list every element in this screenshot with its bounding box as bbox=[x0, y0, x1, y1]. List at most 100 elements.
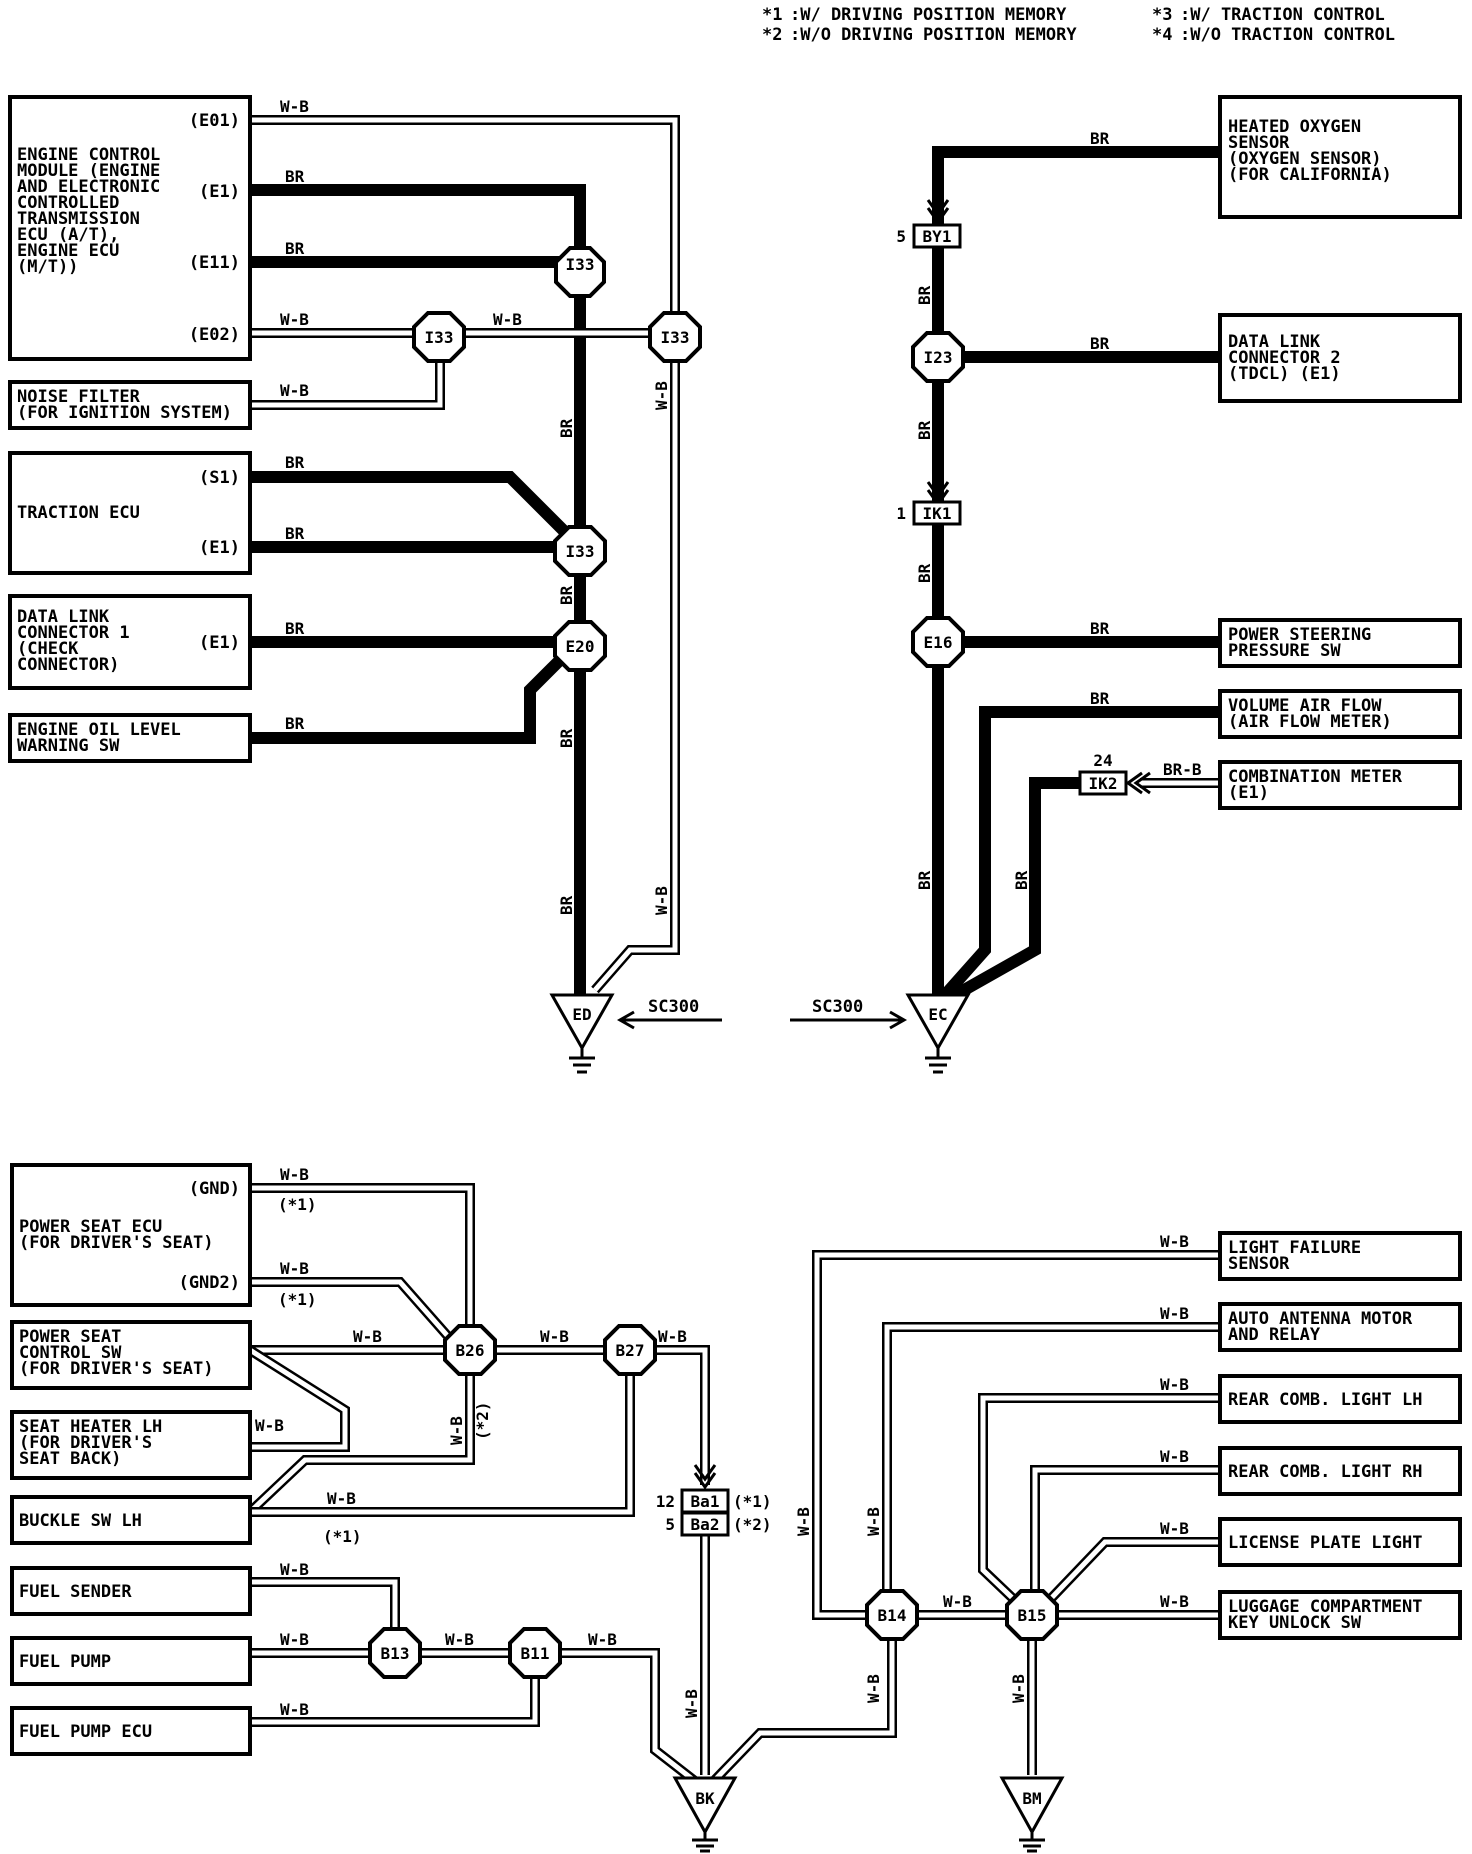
junction-e16: E16 bbox=[911, 616, 965, 668]
wire-label: W-B bbox=[682, 1689, 701, 1718]
note-star1: (*1) bbox=[278, 1290, 317, 1309]
wire-label: BR bbox=[557, 418, 576, 438]
wire-label: W-B bbox=[540, 1327, 569, 1346]
fuel-pump-label: FUEL PUMP bbox=[19, 1652, 111, 1672]
svg-text:ED: ED bbox=[572, 1005, 591, 1024]
connector-ik2-pin: 24 bbox=[1093, 751, 1112, 770]
antenna-box bbox=[1218, 1302, 1462, 1352]
wire-label: W-B bbox=[280, 1165, 309, 1184]
license-plate-box bbox=[1218, 1517, 1462, 1567]
wire-label: BR-B bbox=[1163, 760, 1202, 779]
fuel-pump-ecu-box bbox=[10, 1706, 252, 1756]
ground-bm: BM bbox=[999, 1776, 1065, 1853]
svg-text:B14: B14 bbox=[878, 1606, 907, 1625]
wire-label: BR bbox=[557, 895, 576, 915]
arrow-head bbox=[616, 1010, 635, 1030]
comb-meter-label: COMBINATION METER (E1) bbox=[1228, 767, 1412, 803]
wire-label: BR bbox=[915, 870, 934, 890]
wire-label: W-B bbox=[493, 310, 522, 329]
wire-label: W-B bbox=[1160, 1304, 1189, 1323]
wire-label: W-B bbox=[1160, 1592, 1189, 1611]
wire-label: W-B bbox=[353, 1327, 382, 1346]
svg-text:I33: I33 bbox=[661, 328, 690, 347]
traction-ecu-label: TRACTION ECU bbox=[17, 503, 140, 523]
wire-label: W-B bbox=[280, 1560, 309, 1579]
svg-text:B13: B13 bbox=[381, 1644, 410, 1663]
luggage-label: LUGGAGE COMPARTMENT KEY UNLOCK SW bbox=[1228, 1597, 1433, 1633]
note-star1: (*1) bbox=[278, 1195, 317, 1214]
ground-ec: EC bbox=[905, 993, 971, 1074]
luggage-box bbox=[1218, 1590, 1462, 1640]
wire-label: W-B bbox=[327, 1489, 356, 1508]
svg-text:I33: I33 bbox=[566, 255, 595, 274]
wire-label: W-B bbox=[943, 1592, 972, 1611]
connector-ik1-id: IK1 bbox=[923, 504, 952, 523]
wire-label: BR bbox=[285, 167, 305, 186]
ground-bk: BK bbox=[672, 1776, 738, 1853]
svg-text:I23: I23 bbox=[924, 348, 953, 367]
wire-label: W-B bbox=[280, 381, 309, 400]
pin-s1: (S1) bbox=[199, 468, 240, 488]
wire-label: BR bbox=[557, 728, 576, 748]
components: ENGINE CONTROL MODULE (ENGINE AND ELECTR… bbox=[8, 95, 1462, 1756]
svg-text:B15: B15 bbox=[1018, 1606, 1047, 1625]
fuel-sender-label: FUEL SENDER bbox=[19, 1582, 132, 1602]
arrow-head bbox=[889, 1010, 908, 1030]
option-notes: (*1) (*1) (*2) (*1) bbox=[278, 1195, 492, 1546]
ground-ed: ED bbox=[549, 993, 615, 1074]
ecm-label: ENGINE CONTROL MODULE (ENGINE AND ELECTR… bbox=[17, 145, 171, 277]
dlc2-box bbox=[1218, 313, 1462, 403]
seat-heater-box bbox=[10, 1410, 252, 1480]
rear-comb-lh-box bbox=[1218, 1374, 1462, 1424]
wire-label: BR bbox=[915, 420, 934, 440]
wire-label: W-B bbox=[864, 1507, 883, 1536]
note-star2: (*2) bbox=[473, 1401, 492, 1440]
junction-b27: B27 bbox=[603, 1324, 657, 1376]
connector-arrow bbox=[926, 481, 950, 499]
junction-b13: B13 bbox=[368, 1627, 422, 1679]
wire-label: BR bbox=[557, 585, 576, 605]
dlc1-label: DATA LINK CONNECTOR 1 (CHECK CONNECTOR) bbox=[17, 607, 140, 675]
svg-text:E20: E20 bbox=[566, 637, 595, 656]
connector-arrow bbox=[1125, 771, 1143, 795]
connector-ba2 bbox=[680, 1511, 730, 1537]
svg-text:BM: BM bbox=[1022, 1789, 1041, 1808]
junction-i23: I23 bbox=[911, 331, 965, 383]
rear-comb-rh-box bbox=[1218, 1446, 1462, 1496]
buckle-label: BUCKLE SW LH bbox=[19, 1511, 142, 1531]
wire-label: BR bbox=[285, 524, 305, 543]
connector-ba2-id: Ba2 bbox=[691, 1515, 720, 1534]
wires-bk bbox=[246, 1183, 897, 1789]
svg-text:EC: EC bbox=[928, 1005, 947, 1024]
vaf-box bbox=[1218, 689, 1462, 739]
comb-meter-box bbox=[1218, 760, 1462, 810]
junction-b11: B11 bbox=[508, 1627, 562, 1679]
svg-text:E16: E16 bbox=[924, 633, 953, 652]
pin-e1: (E1) bbox=[199, 182, 240, 202]
wire-label: BR bbox=[915, 563, 934, 583]
seat-sw-label: POWER SEAT CONTROL SW (FOR DRIVER'S SEAT… bbox=[19, 1327, 213, 1379]
vaf-label: VOLUME AIR FLOW (AIR FLOW METER) bbox=[1228, 696, 1392, 732]
noise-filter-label: NOISE FILTER (FOR IGNITION SYSTEM) bbox=[17, 387, 232, 423]
pin-traction-e1: (E1) bbox=[199, 538, 240, 558]
connector-by1 bbox=[912, 223, 962, 249]
traction-ecu-box bbox=[8, 451, 252, 575]
wire-label: W-B bbox=[1160, 1232, 1189, 1251]
wire-label: W-B bbox=[864, 1674, 883, 1703]
svg-text:B26: B26 bbox=[456, 1341, 485, 1360]
wire-label: BR bbox=[1090, 129, 1110, 148]
seat-sw-box bbox=[10, 1320, 252, 1390]
ps-sw-box bbox=[1218, 618, 1462, 668]
wire-label: W-B bbox=[280, 1259, 309, 1278]
o2-sensor-label: HEATED OXYGEN SENSOR (OXYGEN SENSOR) (FO… bbox=[1228, 117, 1392, 185]
connector-arrow bbox=[926, 207, 950, 225]
junction-b15: B15 bbox=[1005, 1589, 1059, 1641]
wire-label: BR bbox=[915, 285, 934, 305]
fuel-pump-ecu-label: FUEL PUMP ECU bbox=[19, 1722, 152, 1742]
sc300-refs: SC300 SC300 bbox=[616, 997, 908, 1030]
buckle-box bbox=[10, 1495, 252, 1545]
connector-ik1-pin: 1 bbox=[896, 504, 906, 523]
wire-label: BR bbox=[1012, 870, 1031, 890]
fuel-pump-box bbox=[10, 1636, 252, 1686]
oil-sw-label: ENGINE OIL LEVEL WARNING SW bbox=[17, 720, 191, 756]
